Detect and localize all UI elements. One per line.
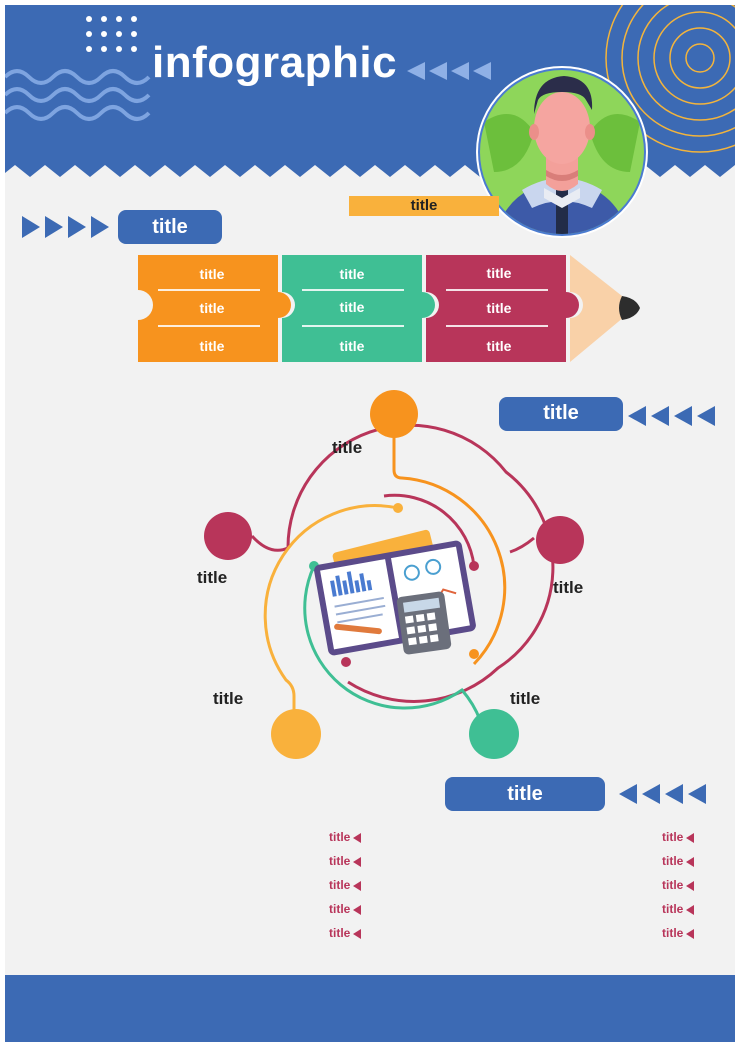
left-arrow-icon xyxy=(686,904,695,915)
middle-arrows-icon xyxy=(628,406,715,426)
bottom-arrows-icon xyxy=(619,784,706,804)
node-bottom-left xyxy=(271,709,321,759)
node-left-label: title xyxy=(197,568,228,587)
pencil-seg3-label-2: title xyxy=(486,300,512,316)
node-left xyxy=(204,512,252,560)
left-list-item: title xyxy=(329,902,362,916)
node-right-label: title xyxy=(553,578,584,597)
node-bottom-left-label: title xyxy=(213,689,244,708)
node-top xyxy=(370,390,418,438)
pencil-seg3-label-1: title xyxy=(486,265,512,281)
node-top-label: title xyxy=(332,438,363,457)
wave-decoration xyxy=(5,69,151,121)
avatar xyxy=(476,66,648,238)
left-arrow-icon xyxy=(353,928,362,939)
pencil-seg2-label-1: title xyxy=(339,266,365,282)
footer-band xyxy=(5,975,735,1042)
right-list-item: title xyxy=(662,926,695,940)
node-bottom-right-label: title xyxy=(510,689,541,708)
middle-title-pill: title xyxy=(499,397,623,431)
radial-diagram xyxy=(204,390,584,759)
pencil-seg2-label-2: title xyxy=(339,299,365,315)
highlight-bar: title xyxy=(349,196,499,216)
left-arrow-icon xyxy=(686,880,695,891)
left-arrow-icon xyxy=(686,856,695,867)
pencil-seg1-label-3: title xyxy=(199,338,225,354)
pencil-graphic xyxy=(138,255,640,362)
concentric-circles-decoration xyxy=(605,5,735,153)
left-list-item: title xyxy=(329,926,362,940)
header-arrows-icon xyxy=(407,62,491,80)
left-arrow-icon xyxy=(353,904,362,915)
left-list-item: title xyxy=(329,830,362,844)
node-bottom-right xyxy=(469,709,519,759)
left-arrow-icon xyxy=(353,832,362,843)
node-right xyxy=(536,516,584,564)
dot-grid-decoration xyxy=(86,16,137,52)
left-arrow-icon xyxy=(686,832,695,843)
right-list-item: title xyxy=(662,902,695,916)
pencil-seg2-label-3: title xyxy=(339,338,365,354)
left-arrow-icon xyxy=(686,928,695,939)
pencil-seg3-label-3: title xyxy=(486,338,512,354)
top-left-arrows-icon xyxy=(22,216,109,238)
pencil-seg1-label-1: title xyxy=(199,266,225,282)
section-title-pill: title xyxy=(118,210,222,244)
right-list-item: title xyxy=(662,830,695,844)
right-list-item: title xyxy=(662,854,695,868)
page-title: infographic xyxy=(152,38,398,87)
left-arrow-icon xyxy=(353,856,362,867)
pencil-seg1-label-2: title xyxy=(199,300,225,316)
notebook-calculator-icon xyxy=(314,529,476,656)
left-list-item: title xyxy=(329,854,362,868)
right-list-item: title xyxy=(662,878,695,892)
left-list-item: title xyxy=(329,878,362,892)
bottom-title-pill: title xyxy=(445,777,605,811)
left-arrow-icon xyxy=(353,880,362,891)
